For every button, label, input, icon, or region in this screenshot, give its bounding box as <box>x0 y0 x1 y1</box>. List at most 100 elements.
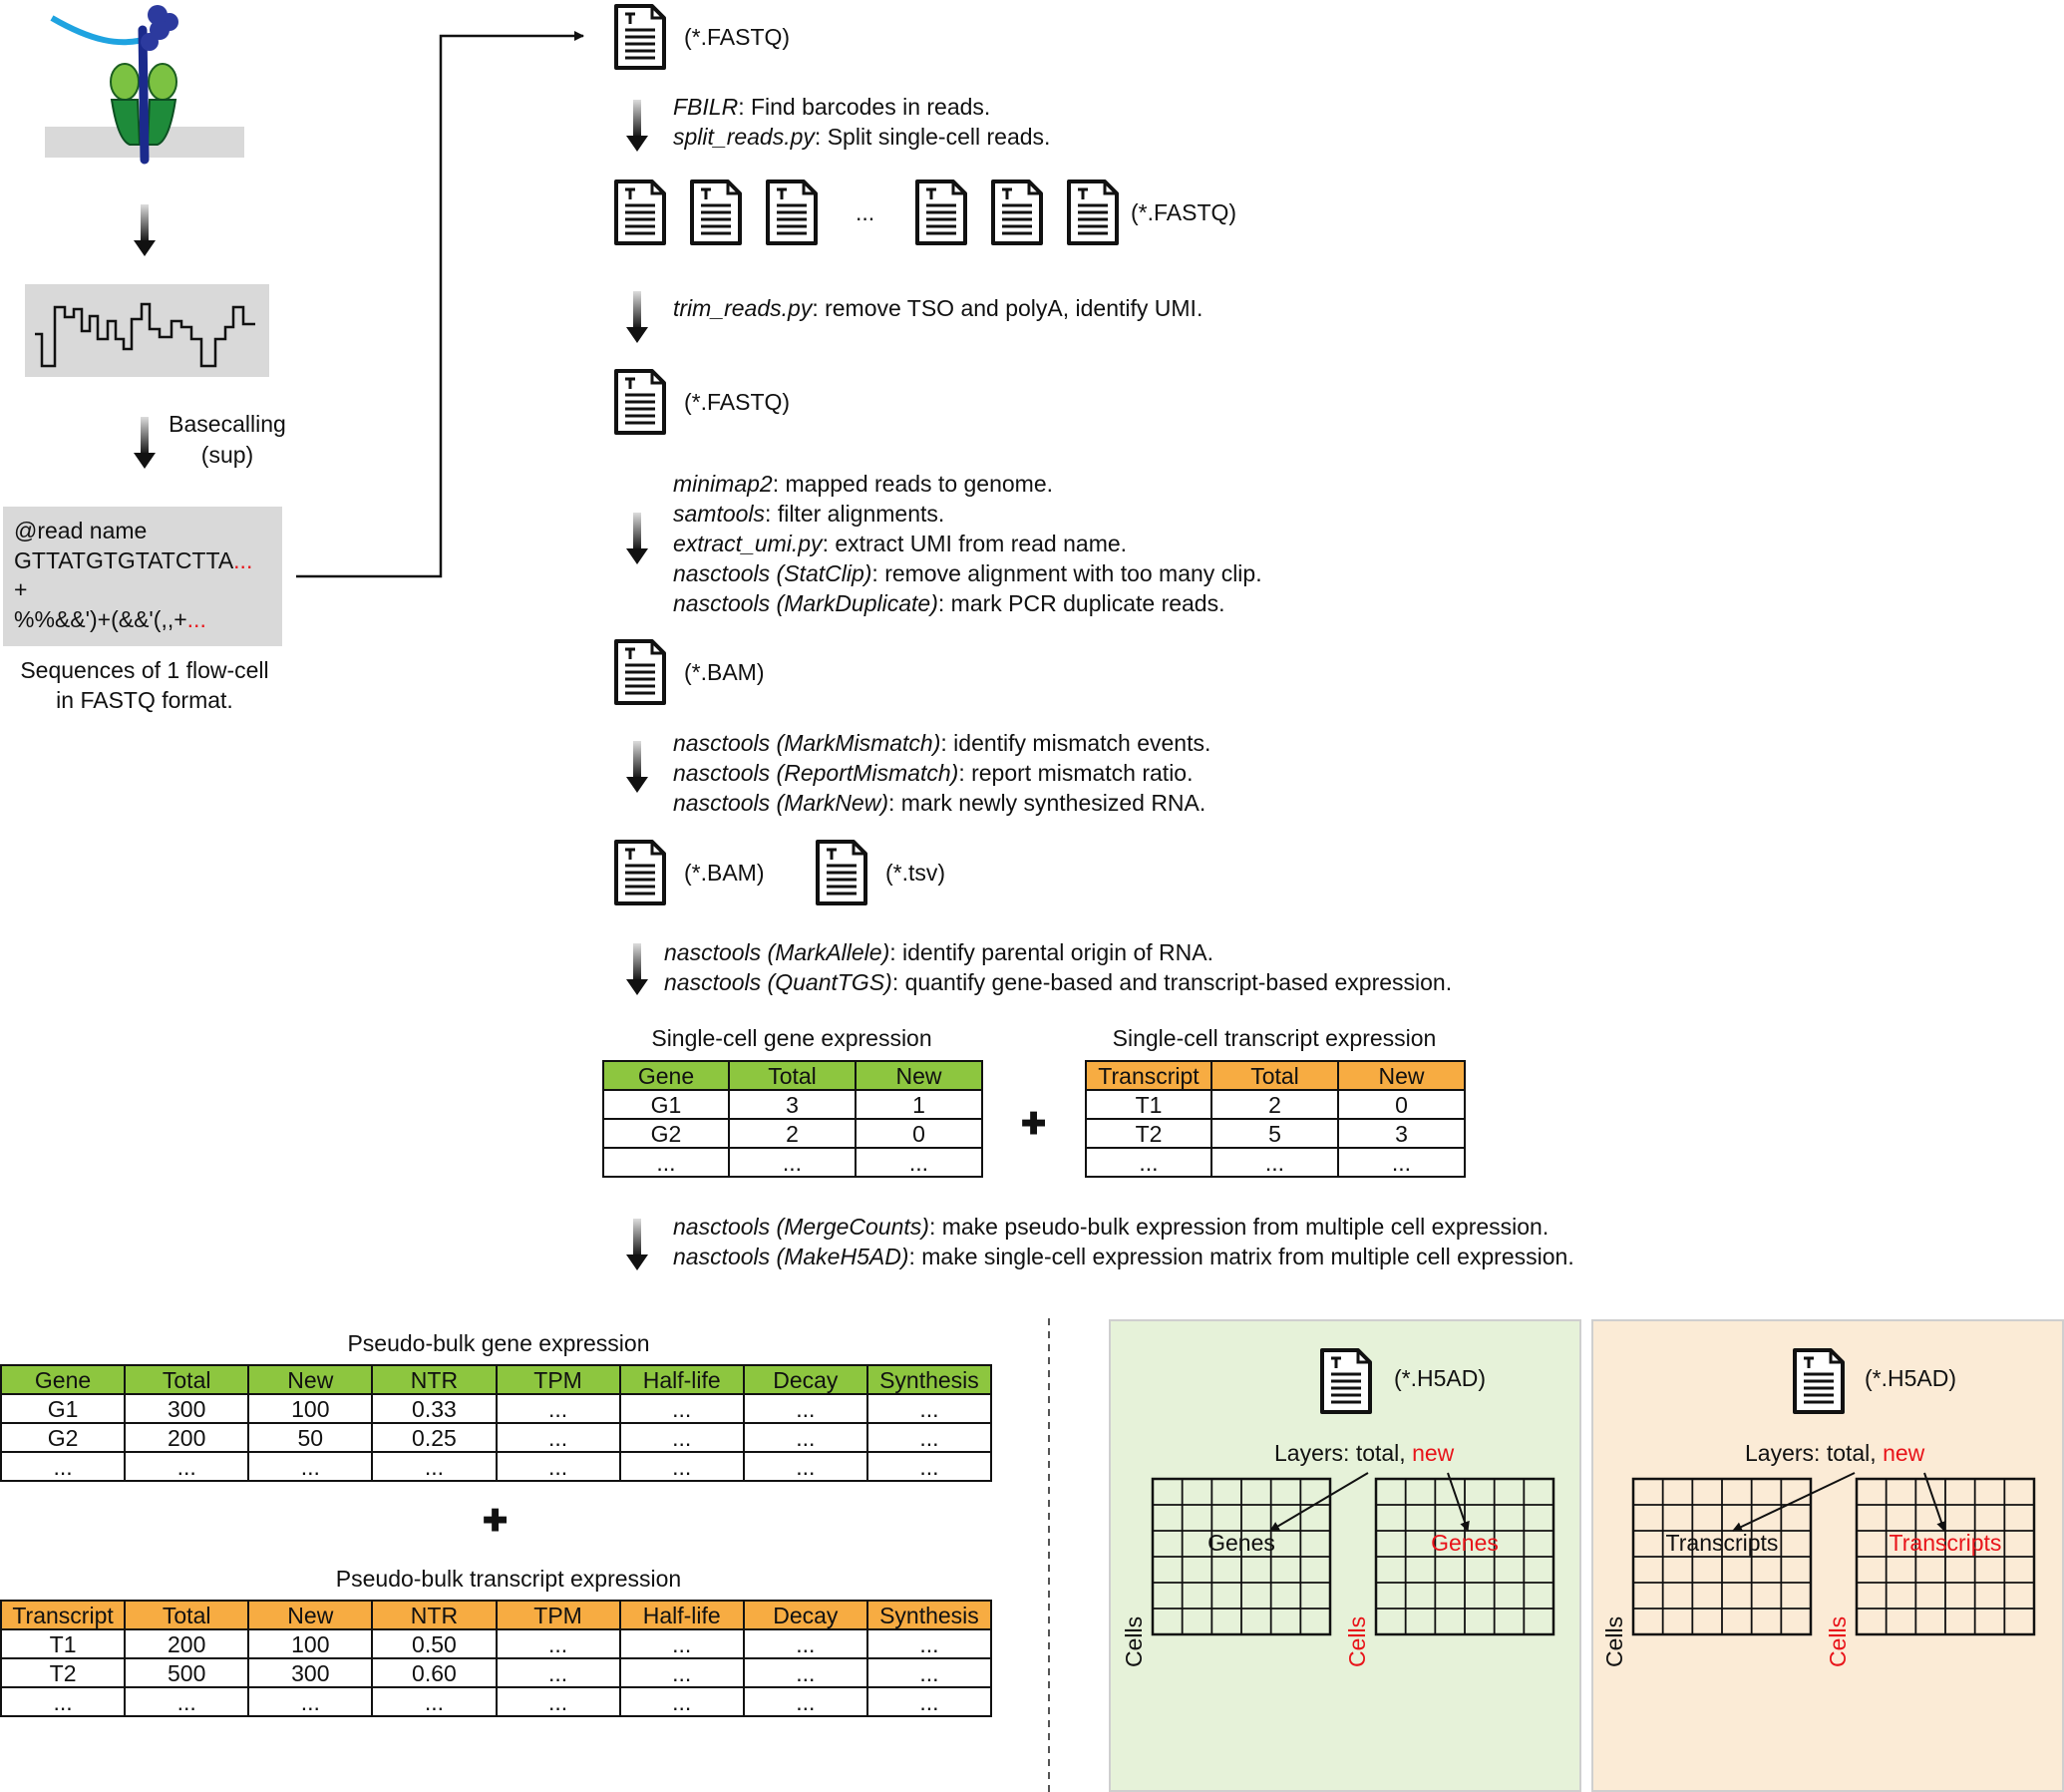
column-header: TPM <box>495 1600 621 1630</box>
signal-trace-icon <box>35 302 255 368</box>
table-cell: 1 <box>855 1089 983 1120</box>
h5ad-transcript-graphics <box>1631 1348 2036 1636</box>
table-cell: T2 <box>0 1657 127 1688</box>
quality-line: %%&&')+(&&'(,,+... <box>14 605 206 632</box>
column-header: New <box>247 1364 374 1395</box>
table-cell: T1 <box>0 1628 127 1659</box>
file-icon <box>766 179 818 245</box>
column-header: Transcript <box>0 1600 127 1630</box>
plus-icon: ✚ <box>483 1505 509 1538</box>
pb-gene-title: Pseudo-bulk gene expression <box>347 1330 650 1356</box>
matrix-label-transcripts-new: Transcripts <box>1889 1530 2002 1556</box>
table-cell: ... <box>865 1393 993 1424</box>
table-cell: 500 <box>124 1657 250 1688</box>
table-cell: ... <box>495 1628 621 1659</box>
file-label-bam-2: (*.BAM) <box>684 860 765 886</box>
table-cell: 0.50 <box>371 1628 498 1659</box>
arrow-down-icon <box>626 100 648 152</box>
table-cell: ... <box>865 1422 993 1453</box>
table-cell: 2 <box>728 1118 857 1149</box>
table-cell: T1 <box>1085 1089 1212 1120</box>
file-label-split-fastq: (*.FASTQ) <box>1131 199 1237 225</box>
column-header: NTR <box>371 1600 498 1630</box>
axis-label-cells: Cells <box>1601 1615 1627 1667</box>
table-cell: 3 <box>728 1089 857 1120</box>
table-cell: ... <box>0 1686 127 1717</box>
table-cell: ... <box>618 1686 745 1717</box>
column-header: Transcript <box>1085 1060 1212 1091</box>
table-cell: ... <box>1337 1147 1466 1178</box>
table-cell: ... <box>728 1147 857 1178</box>
table-cell: 200 <box>124 1422 250 1453</box>
table-cell: ... <box>742 1628 868 1659</box>
column-header: Total <box>124 1600 250 1630</box>
table-cell: ... <box>1085 1147 1212 1178</box>
table-cell: ... <box>247 1686 374 1717</box>
file-icon <box>690 179 742 245</box>
file-label-h5ad: (*.H5AD) <box>1394 1365 1487 1391</box>
basecalling-label: Basecalling (sup) <box>169 411 286 468</box>
table-cell: ... <box>742 1393 868 1424</box>
table-cell: 100 <box>247 1393 374 1424</box>
column-header: New <box>855 1060 983 1091</box>
arrow-down-icon <box>134 417 156 469</box>
pb-gene-table: Gene Total New NTR TPM Half-life Decay S… <box>0 1364 993 1482</box>
file-icon <box>614 840 666 905</box>
plus-icon: ✚ <box>1021 1108 1047 1141</box>
table-cell: ... <box>495 1451 621 1482</box>
table-cell: ... <box>124 1451 250 1482</box>
axis-label-cells-new: Cells <box>1344 1615 1370 1667</box>
fastq-record: @read name GTTATGTGTATCTTA... + %%&&')+(… <box>14 517 252 634</box>
file-label-bam: (*.BAM) <box>684 659 765 685</box>
fastq-box <box>3 507 282 646</box>
table-row: ......... <box>1085 1147 1466 1178</box>
file-label-trimmed-fastq: (*.FASTQ) <box>684 389 791 415</box>
table-cell: 200 <box>124 1628 250 1659</box>
table-cell: ... <box>371 1451 498 1482</box>
pb-transcript-table: Transcript Total New NTR TPM Half-life D… <box>0 1600 993 1717</box>
column-header: Synthesis <box>865 1600 993 1630</box>
table-cell: ... <box>495 1422 621 1453</box>
table-cell: ... <box>865 1686 993 1717</box>
layers-label: Layers: total, new <box>1745 1440 1925 1466</box>
table-cell: ... <box>247 1451 374 1482</box>
table-cell: ... <box>618 1422 745 1453</box>
table-cell: ... <box>602 1147 730 1178</box>
read-name-line: @read name <box>14 518 148 543</box>
column-header: Total <box>1210 1060 1339 1091</box>
step-barcodes: FBILR: Find barcodes in reads. split_rea… <box>673 94 1051 150</box>
table-cell: 3 <box>1337 1118 1466 1149</box>
table-cell: 0.60 <box>371 1657 498 1688</box>
column-header: Synthesis <box>865 1364 993 1395</box>
table-cell: 50 <box>247 1422 374 1453</box>
matrix-grid-new <box>1374 1477 1555 1636</box>
matrix-label-genes: Genes <box>1207 1530 1275 1556</box>
column-header: Decay <box>742 1364 868 1395</box>
table-cell: ... <box>742 1686 868 1717</box>
plus-line: + <box>14 576 28 602</box>
column-header: Total <box>124 1364 250 1395</box>
column-header: Half-life <box>618 1600 745 1630</box>
table-cell: 300 <box>124 1393 250 1424</box>
arrow-down-icon <box>626 513 648 564</box>
file-icon <box>816 840 867 905</box>
pb-transcript-title: Pseudo-bulk transcript expression <box>335 1566 682 1592</box>
sc-transcript-title: Single-cell transcript expression <box>1112 1025 1437 1051</box>
table-cell: 0 <box>1337 1089 1466 1120</box>
table-cell: T2 <box>1085 1118 1212 1149</box>
arrow-down-icon <box>626 1219 648 1270</box>
table-cell: ... <box>742 1422 868 1453</box>
signal-box <box>25 284 269 377</box>
table-row: ........................ <box>0 1451 993 1482</box>
sc-gene-title: Single-cell gene expression <box>651 1025 932 1051</box>
step-merge: nasctools (MergeCounts): make pseudo-bul… <box>673 1214 1574 1269</box>
